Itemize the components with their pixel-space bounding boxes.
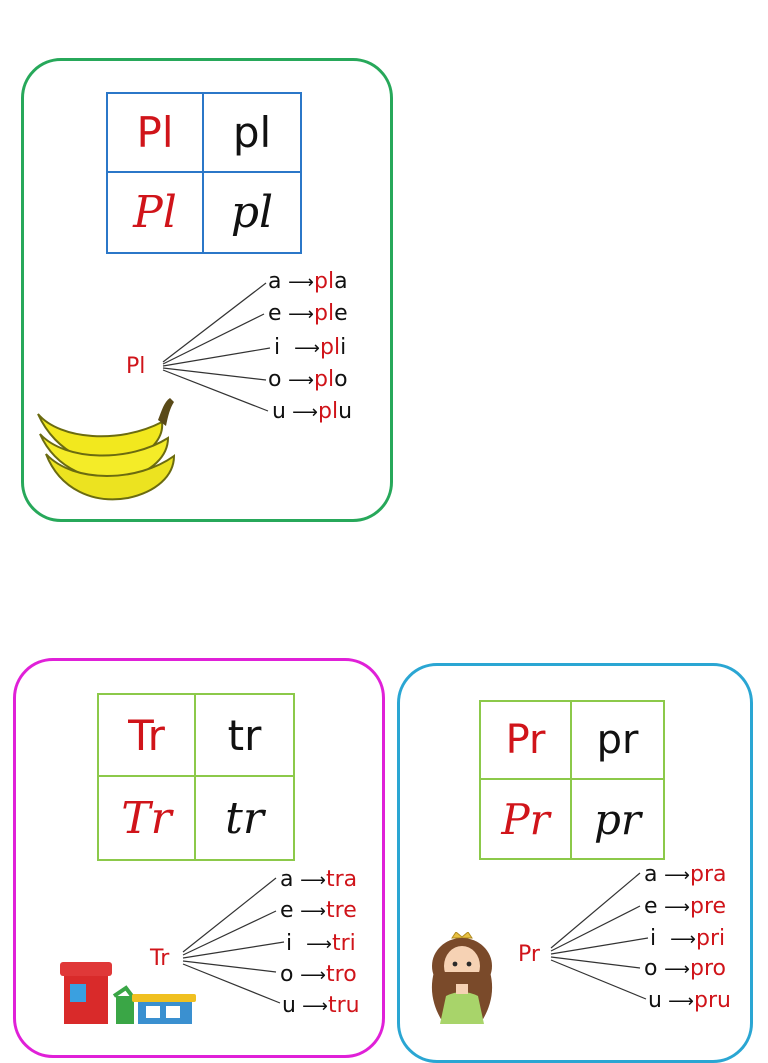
grid-lower-print: pl <box>204 94 300 173</box>
banana-icon <box>37 398 176 501</box>
syllable-row: o⟶tro <box>280 962 357 987</box>
grid-lower-print: tr <box>196 695 293 777</box>
connector-lines-pr <box>550 872 649 1000</box>
root-tr: Tr <box>150 946 170 971</box>
grid-lower-script: pl <box>230 187 274 238</box>
grid-upper-print: Pl <box>108 94 204 173</box>
grid-upper-print: Pr <box>481 702 572 780</box>
syllable-row: o⟶plo <box>268 367 348 392</box>
syllable-row: u⟶pru <box>648 988 731 1013</box>
connector-lines-tr <box>182 877 285 1004</box>
toy-train-icon <box>60 962 196 1024</box>
grid-lower-script: pr <box>594 794 641 844</box>
grid-upper-print: Tr <box>99 695 196 777</box>
syllable-diagram-pr: Pr a⟶pra e⟶pre i⟶pri o⟶pro u⟶pru <box>518 862 731 1013</box>
root-pr: Pr <box>518 942 540 967</box>
syllable-row: u⟶tru <box>282 993 360 1018</box>
syllable-row: e⟶tre <box>280 898 357 923</box>
syllable-diagram-pl: Pl a⟶pla e⟶ple i⟶pli o⟶plo u⟶plu <box>126 269 353 424</box>
syllable-row: u⟶plu <box>272 399 353 424</box>
grid-upper-script: Pl <box>108 173 204 252</box>
grid-lower-script: tr <box>225 792 264 844</box>
princess-icon <box>431 932 493 1024</box>
syllable-row: a⟶pra <box>644 862 727 887</box>
syllable-row: i⟶pli <box>274 335 347 360</box>
grid-upper-script: Pr <box>481 780 572 858</box>
connector-lines-pl <box>162 282 271 412</box>
grid-upper-script: Tr <box>99 777 196 859</box>
letter-grid-tr: Tr tr Tr tr <box>97 693 295 861</box>
syllable-row: e⟶ple <box>268 301 348 326</box>
syllable-row: i⟶pri <box>650 926 726 951</box>
syllable-row: a⟶tra <box>280 867 358 892</box>
letter-grid-pr: Pr pr Pr pr <box>479 700 665 860</box>
syllable-row: o⟶pro <box>644 956 726 981</box>
letter-grid-pl: Pl pl Pl pl <box>106 92 302 254</box>
syllable-row: e⟶pre <box>644 894 727 919</box>
syllable-row: a⟶pla <box>268 269 348 294</box>
grid-lower-print: pr <box>572 702 663 780</box>
syllable-diagram-tr: Tr a⟶tra e⟶tre i⟶tri o⟶tro u⟶tru <box>150 867 360 1018</box>
root-pl: Pl <box>126 354 146 379</box>
syllable-row: i⟶tri <box>286 931 356 956</box>
